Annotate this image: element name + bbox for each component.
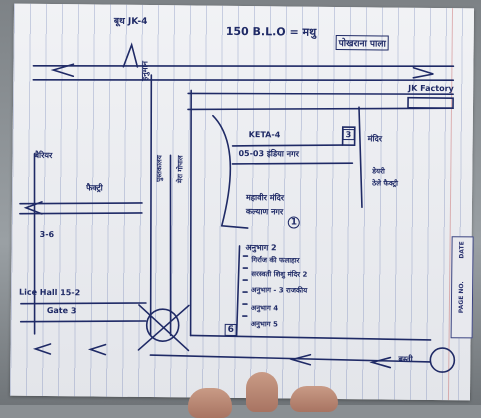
dashes bbox=[242, 255, 249, 317]
bottom-road-long bbox=[189, 334, 432, 341]
inner-road bbox=[169, 154, 172, 337]
finger-1 bbox=[188, 388, 232, 418]
curve-path bbox=[212, 114, 249, 229]
date-label: DATE bbox=[458, 241, 466, 259]
dairy-label-2: ठेले फैक्ट्री bbox=[372, 179, 399, 188]
mid-road-1 bbox=[231, 144, 344, 147]
bottom-right-label: बस्ती bbox=[398, 354, 413, 364]
factory-label: JK Factory bbox=[408, 83, 454, 94]
school-label-1: पुस्तकालय bbox=[155, 155, 164, 182]
right-vertical bbox=[358, 106, 363, 209]
arrow-bottom-mid bbox=[289, 353, 312, 366]
vertical-road-right bbox=[189, 89, 192, 337]
bottom-road-long2 bbox=[149, 354, 432, 363]
left-bottom-label-2: Gate 3 bbox=[46, 305, 77, 316]
header-booth-code: बूथ JK-4 bbox=[113, 16, 148, 27]
left-bottom-label-1: Lice Hall 15-2 bbox=[18, 287, 81, 298]
bottom-road-2 bbox=[19, 320, 147, 323]
finger-3 bbox=[290, 386, 338, 412]
left-top-label: बैरियर bbox=[34, 150, 53, 161]
arrow-bottom-left-1 bbox=[32, 343, 52, 355]
list-item-7: अनुभाग 4 bbox=[250, 304, 279, 313]
cross-junction bbox=[137, 304, 190, 352]
notebook-sheet: बूथ JK-4 150 B.L.O = मथु पोखराना पाला हन… bbox=[9, 3, 475, 401]
list-item-3: अनुभाग 2 bbox=[245, 243, 277, 253]
left-vertical bbox=[33, 153, 36, 335]
top-road-lower bbox=[32, 79, 455, 82]
right-road-2 bbox=[187, 107, 454, 111]
arrow-left-1 bbox=[23, 201, 43, 215]
bottom-road-1 bbox=[20, 302, 147, 305]
header-title: 150 B.L.O = मथु bbox=[225, 24, 317, 39]
small-stand bbox=[122, 42, 139, 68]
left-dash-label: 3-6 bbox=[39, 229, 55, 240]
list-item-4: गिर्राज की फलाहार bbox=[251, 256, 300, 265]
box-number: 3 bbox=[342, 129, 355, 141]
list-bracket bbox=[235, 245, 241, 337]
small-box bbox=[341, 126, 356, 146]
left-cross bbox=[19, 202, 143, 205]
dashmesh-label: 05-03 इंडिया नगर bbox=[238, 148, 299, 159]
list-item-5: सरस्वती शिशु मंदिर 2 bbox=[251, 270, 308, 279]
arrow-right-top bbox=[412, 66, 434, 79]
hand-drawn-map bbox=[19, 42, 456, 373]
keta-label: KETA-4 bbox=[248, 130, 281, 140]
right-road-1 bbox=[187, 92, 454, 96]
circle-junction bbox=[145, 308, 180, 342]
gate-number: 6 bbox=[224, 323, 237, 336]
top-road-upper bbox=[32, 65, 455, 68]
list-item-2: कल्याण नगर bbox=[245, 207, 284, 217]
arrow-bottom-right bbox=[369, 356, 392, 369]
left-mid-label: फैक्ट्री bbox=[86, 183, 103, 193]
dairy-label: डेयरी bbox=[372, 167, 385, 176]
page-label: PAGE NO. bbox=[457, 281, 466, 314]
mid-road-2 bbox=[231, 162, 354, 165]
finger-2 bbox=[246, 372, 278, 412]
header-place: पोखराना पाला bbox=[335, 34, 389, 51]
circle-right bbox=[429, 347, 456, 373]
school-label-2: मेरा गोपाल bbox=[176, 155, 185, 183]
arrow-bottom-left-2 bbox=[87, 343, 107, 356]
list-item-8: अनुभाग 5 bbox=[250, 320, 278, 329]
list-item-6: अनुभाग - 3 राजकीय bbox=[251, 286, 308, 295]
hanuman-label: हनुमान bbox=[140, 60, 150, 82]
vertical-road-left bbox=[149, 74, 153, 336]
arrow-top-left bbox=[50, 63, 75, 78]
factory-box bbox=[407, 96, 454, 110]
list-item-1: महावीर मंदिर bbox=[245, 193, 285, 203]
mandir-label: मंदिर bbox=[367, 134, 383, 144]
date-page-box: DATE PAGE NO. bbox=[450, 236, 474, 339]
